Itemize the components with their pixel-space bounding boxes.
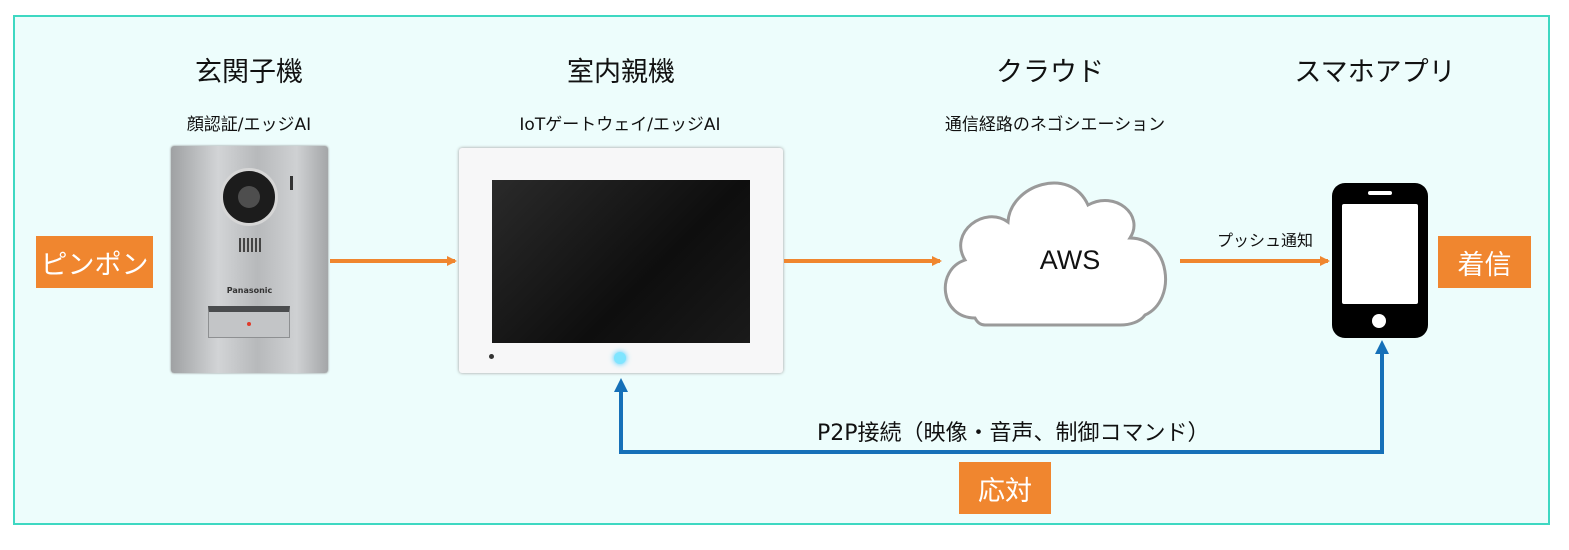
call-button-led	[247, 322, 251, 326]
title-door-station: 玄関子機	[195, 57, 303, 88]
camera-lens	[220, 168, 278, 226]
p2p-connection-line	[619, 352, 1384, 454]
title-smartphone-app: スマホアプリ	[1294, 57, 1456, 88]
status-light	[614, 352, 626, 364]
label-p2p-connection: P2P接続（映像・音声、制御コマンド）	[817, 421, 1210, 446]
tag-incoming-call: 着信	[1438, 236, 1531, 288]
cloud-shape	[943, 181, 1168, 327]
indicator-slot	[290, 176, 293, 190]
title-cloud: クラウド	[996, 57, 1104, 88]
label-push-notification: プッシュ通知	[1217, 231, 1314, 250]
subtitle-door-station: 顔認証/エッジAI	[186, 115, 312, 135]
smartphone-icon	[1332, 183, 1428, 338]
indoor-monitor-image	[459, 148, 783, 373]
speaker-grille	[239, 238, 261, 252]
phone-home-button	[1372, 314, 1386, 328]
subtitle-cloud: 通信経路のネゴシエーション	[944, 115, 1166, 135]
tag-answer: 応対	[959, 462, 1051, 514]
door-station-brand: Panasonic	[226, 286, 273, 295]
call-button	[208, 306, 290, 338]
phone-screen	[1342, 204, 1418, 304]
monitor-screen	[492, 180, 750, 343]
tag-pinpon: ピンポン	[36, 236, 153, 288]
cloud-aws-label: AWS	[1039, 245, 1101, 275]
door-station-image: Panasonic	[171, 146, 328, 373]
phone-speaker	[1368, 191, 1392, 195]
mic-dot	[489, 354, 494, 359]
subtitle-indoor-monitor: IoTゲートウェイ/エッジAI	[519, 115, 721, 135]
title-indoor-monitor: 室内親機	[567, 57, 675, 88]
camera-lens-center	[238, 186, 260, 208]
